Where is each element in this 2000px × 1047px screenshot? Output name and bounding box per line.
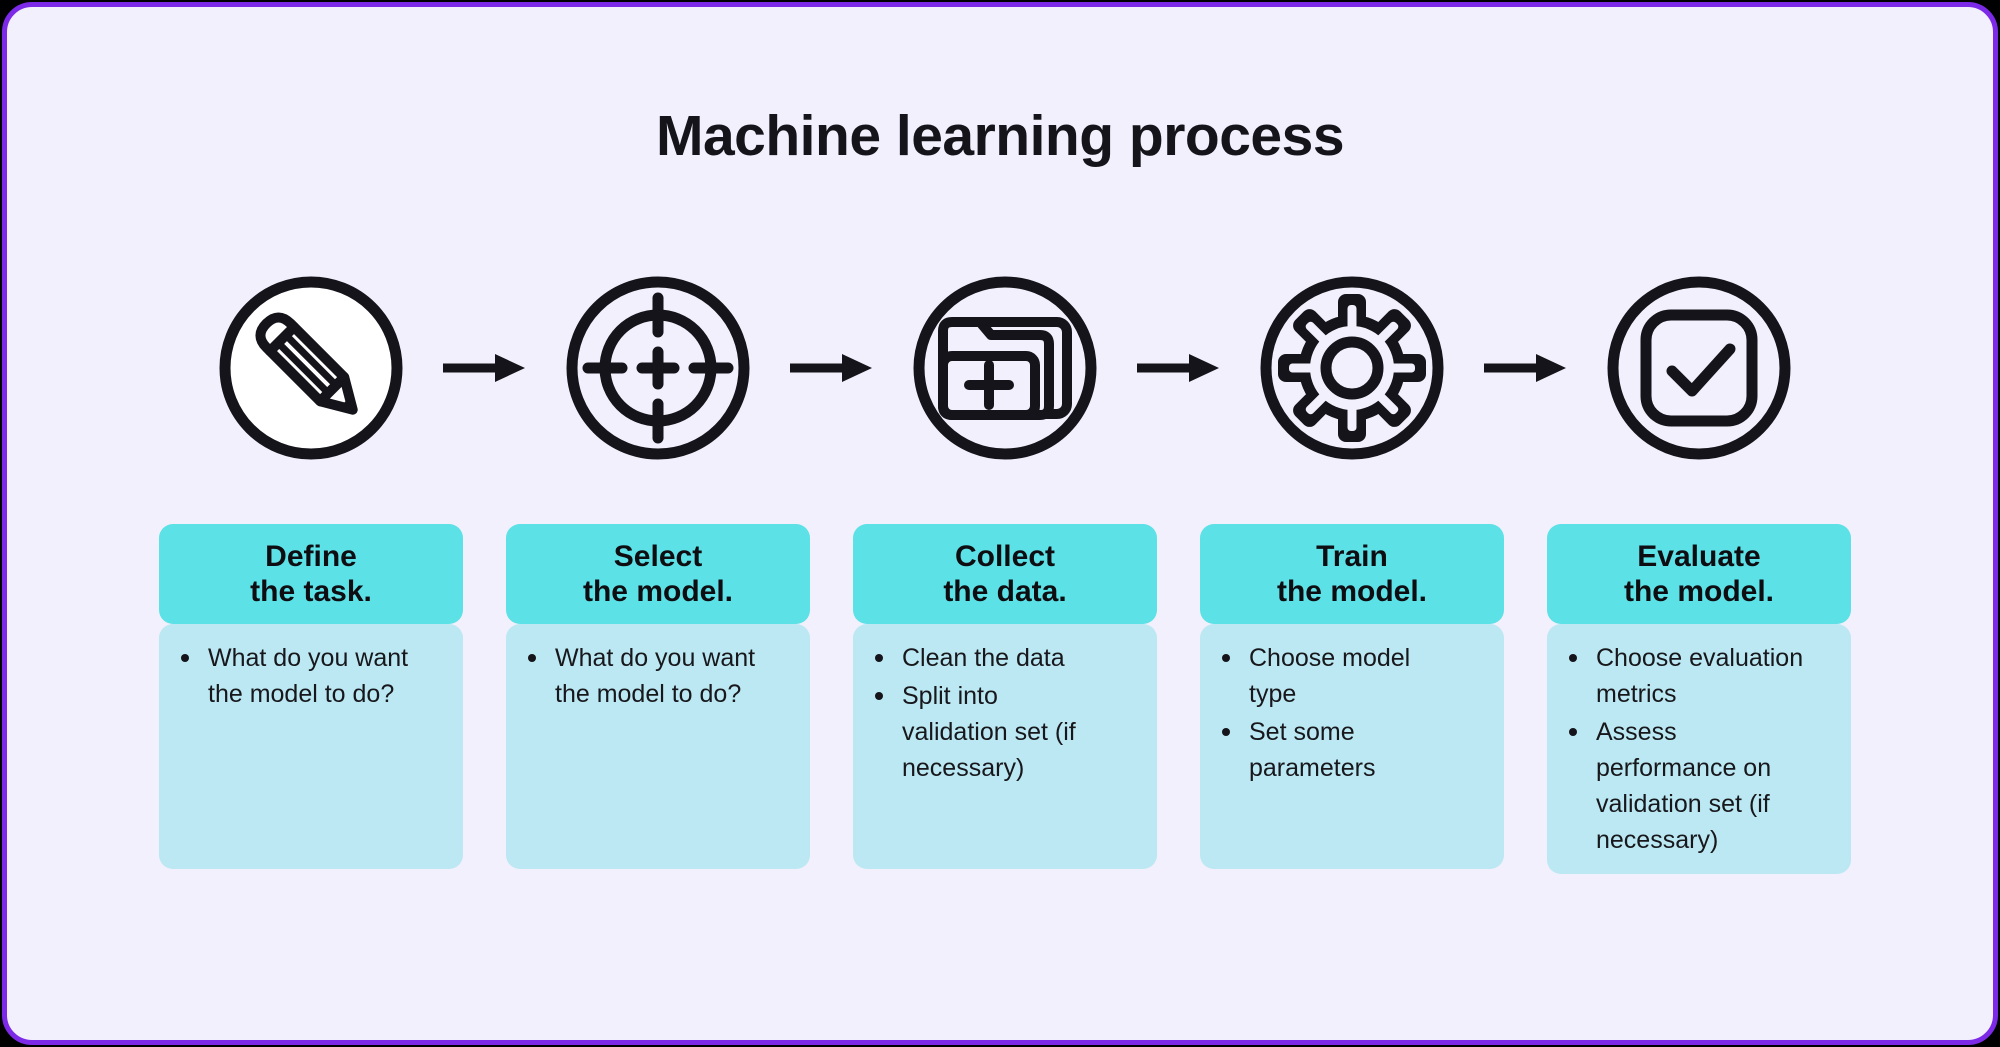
page-title: Machine learning process — [655, 104, 1345, 168]
step-3-icon-cell — [853, 270, 1157, 466]
step-bullets: Choose model type Set some parameters — [1200, 624, 1504, 869]
bullet-text: Split into validation set (if necessary) — [902, 682, 1076, 782]
bullet-item: What do you want the model to do? — [159, 640, 449, 712]
target-icon — [566, 276, 750, 460]
bullet-dot — [1222, 654, 1230, 662]
step-card-collect-data: Collect the data. Clean the data Split i… — [853, 524, 1157, 874]
bullet-item: Choose model type — [1200, 640, 1490, 712]
step-bullets: Clean the data Split into validation set… — [853, 624, 1157, 869]
step-5-icon-cell — [1547, 270, 1851, 466]
pencil-icon — [219, 276, 403, 460]
step-card-define-task: Define the task. What do you want the mo… — [159, 524, 463, 874]
step-heading: Train the model. — [1276, 540, 1427, 608]
arrow-icon — [790, 354, 872, 382]
gear-icon — [1260, 276, 1444, 460]
bullet-text: What do you want the model to do? — [208, 644, 409, 708]
bullet-text: Set some parameters — [1249, 718, 1376, 782]
bullet-dot — [181, 654, 189, 662]
step-1-icon-cell — [159, 270, 463, 466]
step-bullets: What do you want the model to do? — [159, 624, 463, 869]
arrow-icon — [443, 354, 525, 382]
bullet-item: Clean the data — [853, 640, 1143, 676]
bullet-item: What do you want the model to do? — [506, 640, 796, 712]
bullet-item: Split into validation set (if necessary) — [853, 678, 1143, 786]
bullet-dot — [1569, 654, 1577, 662]
bullet-item: Set some parameters — [1200, 714, 1490, 786]
step-header: Evaluate the model. — [1547, 524, 1851, 624]
bullet-dot — [528, 654, 536, 662]
bullet-dot — [875, 692, 883, 700]
bullet-dot — [1222, 728, 1230, 736]
bullet-item: Choose evaluation metrics — [1547, 640, 1837, 712]
arrow-icon — [1137, 354, 1219, 382]
folder-plus-icon — [913, 276, 1097, 460]
checkbox-icon — [1607, 276, 1791, 460]
bullet-text: Choose model type — [1249, 644, 1411, 708]
step-card-evaluate-model: Evaluate the model. Choose evaluation me… — [1547, 524, 1851, 874]
arrow-icon — [1484, 354, 1566, 382]
bullet-text: Choose evaluation metrics — [1596, 644, 1804, 708]
step-2-icon-cell — [506, 270, 810, 466]
bullet-text: Assess performance on validation set (if… — [1596, 718, 1772, 854]
step-card-select-model: Select the model. What do you want the m… — [506, 524, 810, 874]
step-heading: Evaluate the model. — [1623, 540, 1774, 608]
bullet-dot — [1569, 728, 1577, 736]
bullet-item: Assess performance on validation set (if… — [1547, 714, 1837, 858]
bullet-dot — [875, 654, 883, 662]
steps-row: Define the task. What do you want the mo… — [159, 524, 1851, 874]
step-header: Collect the data. — [853, 524, 1157, 624]
step-4-icon-cell — [1200, 270, 1504, 466]
step-heading: Collect the data. — [943, 540, 1067, 608]
bullet-text: What do you want the model to do? — [555, 644, 756, 708]
step-bullets: Choose evaluation metrics Assess perform… — [1547, 624, 1851, 874]
step-heading: Select the model. — [582, 540, 733, 608]
process-icons-row — [159, 270, 1851, 466]
step-heading: Define the task. — [250, 540, 372, 608]
step-card-train-model: Train the model. Choose model type Set s… — [1200, 524, 1504, 874]
bullet-text: Clean the data — [902, 644, 1065, 672]
step-bullets: What do you want the model to do? — [506, 624, 810, 869]
step-header: Train the model. — [1200, 524, 1504, 624]
step-header: Select the model. — [506, 524, 810, 624]
step-header: Define the task. — [159, 524, 463, 624]
